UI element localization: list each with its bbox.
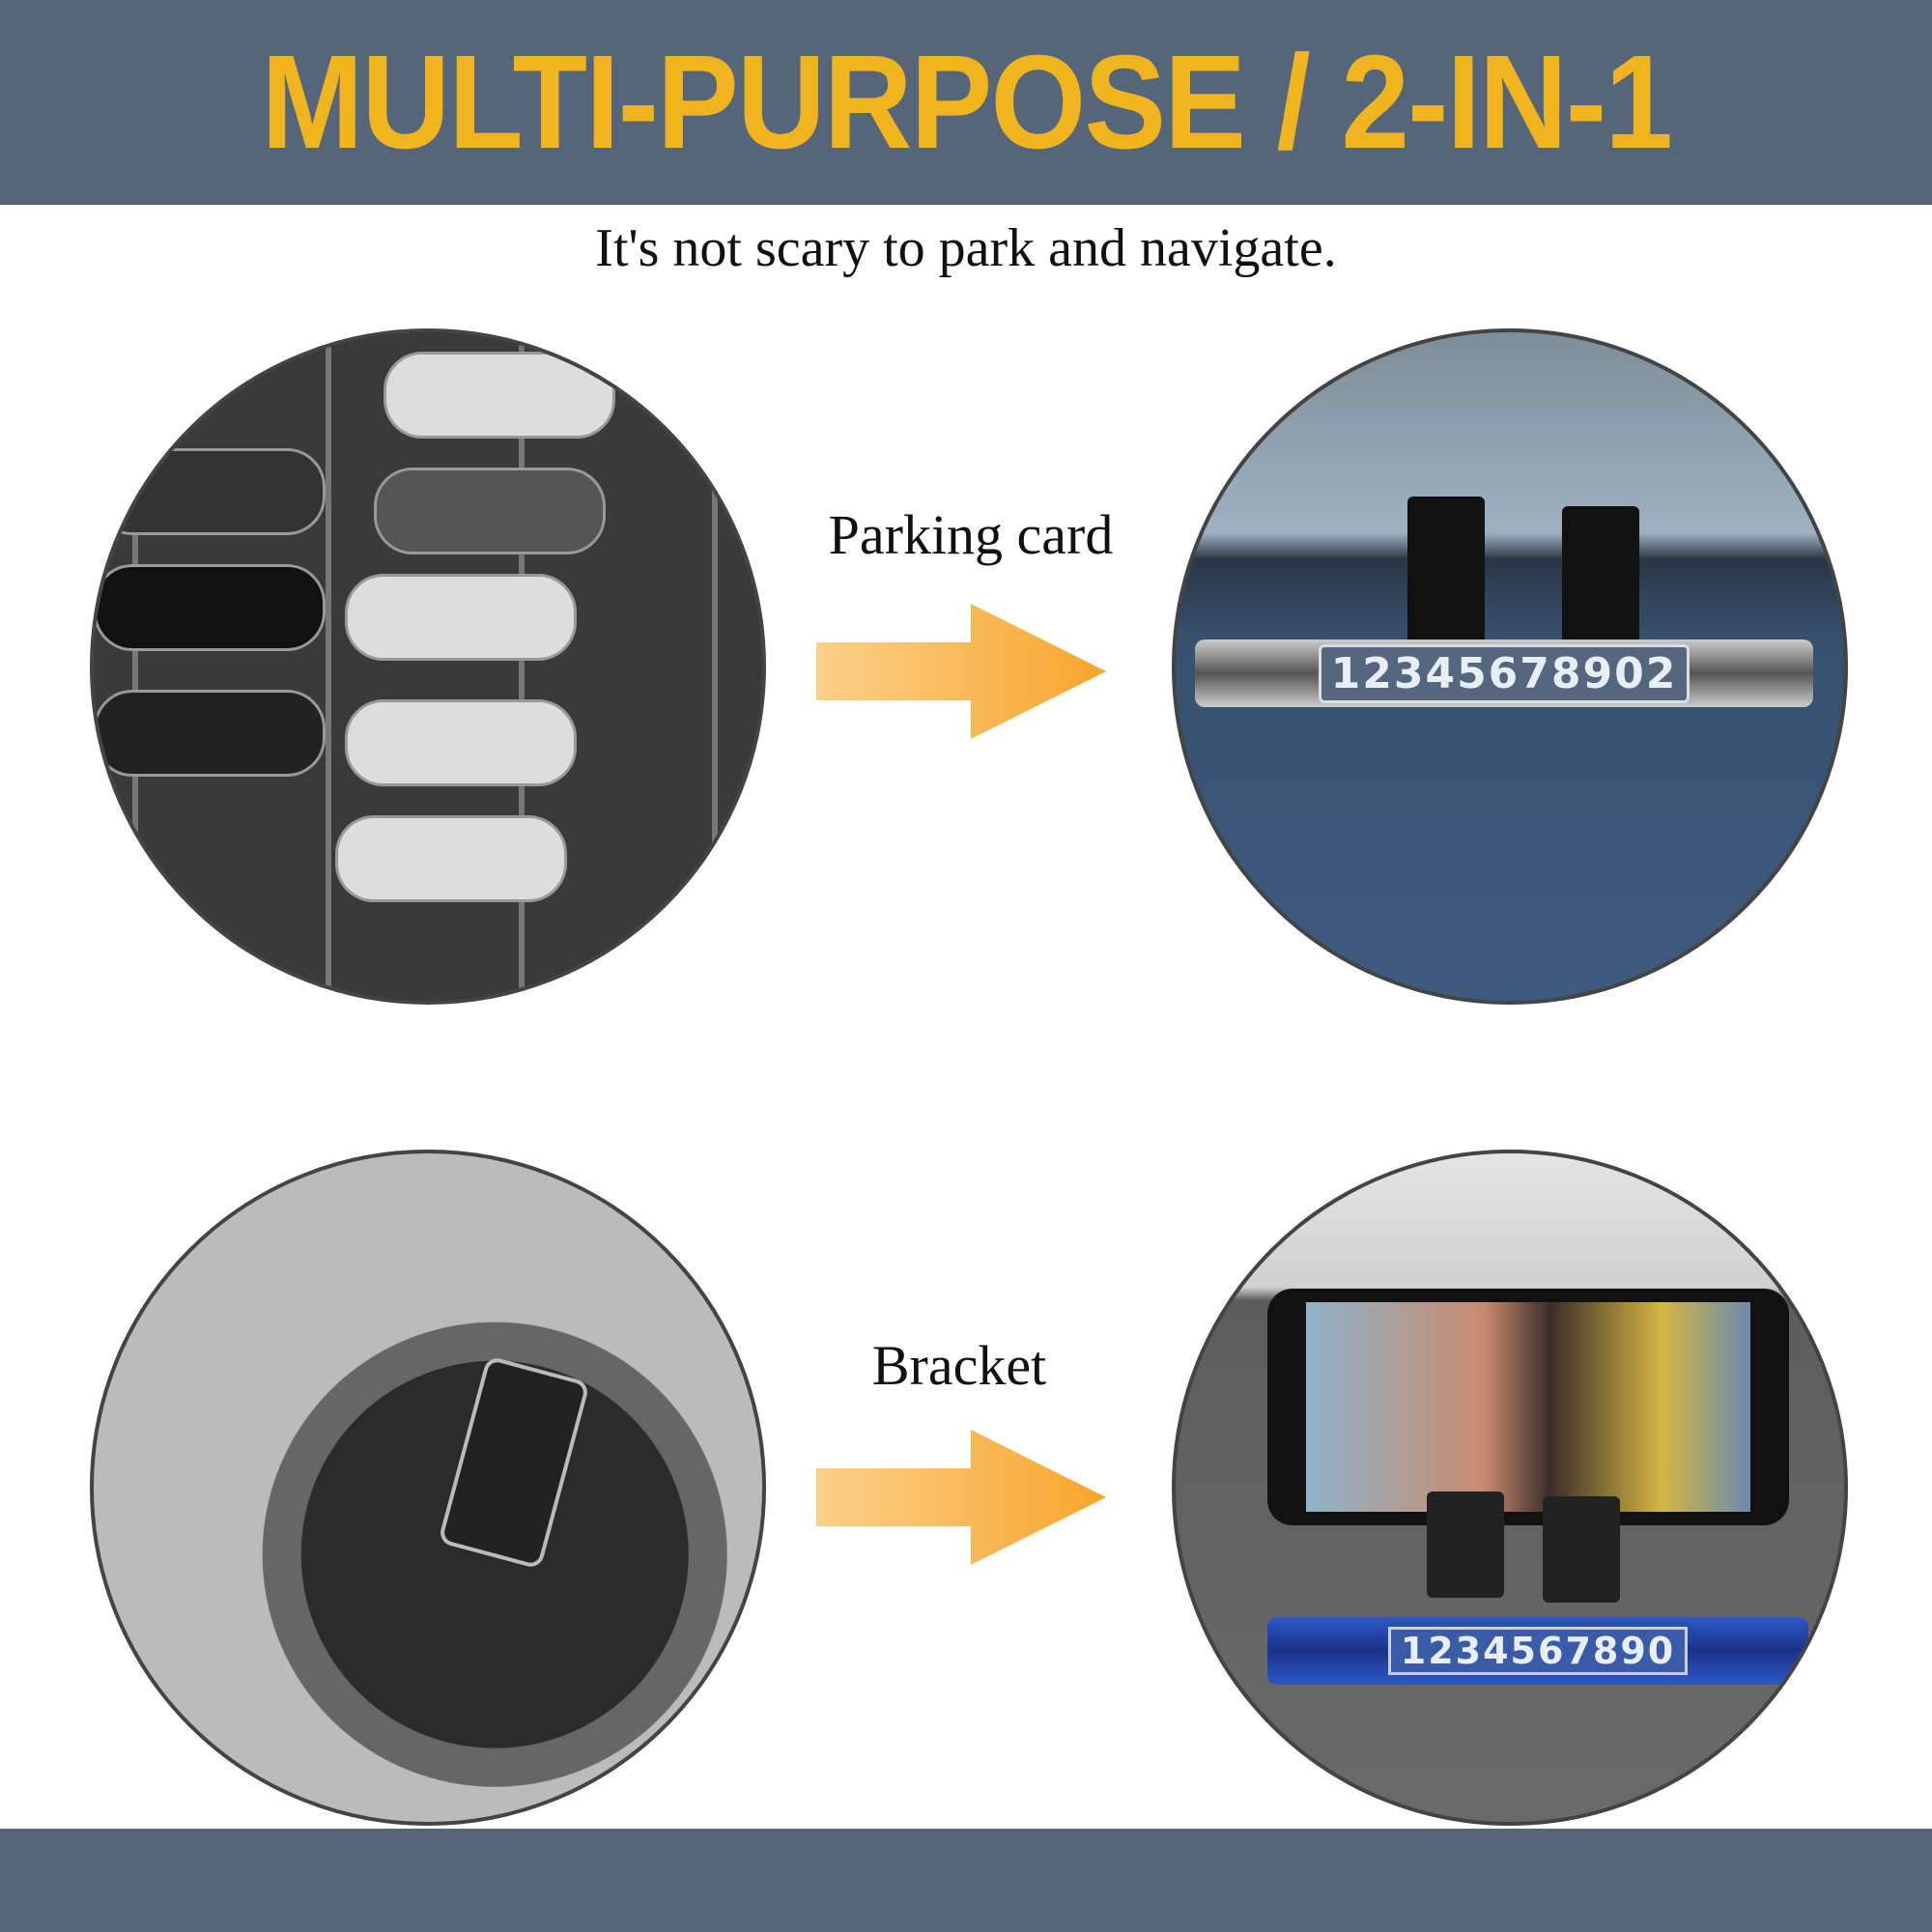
header-banner: MULTI-PURPOSE / 2-IN-1 xyxy=(0,0,1932,205)
car xyxy=(94,564,326,651)
number-plate: 12345678902 xyxy=(1195,639,1813,707)
car xyxy=(94,690,326,777)
car xyxy=(345,574,577,661)
parking-card-label: Parking card xyxy=(828,503,1114,566)
arrow-right-icon xyxy=(816,1430,1106,1565)
phone-holder-clip xyxy=(1543,1496,1620,1603)
video-screen xyxy=(1306,1302,1750,1512)
car xyxy=(335,815,567,902)
phone-holder-clip xyxy=(1407,497,1485,661)
parking-card-product-photo: 12345678902 xyxy=(1172,328,1848,1005)
bracket-label: Bracket xyxy=(871,1334,1047,1397)
footer-banner xyxy=(0,1829,1932,1932)
phone xyxy=(437,1355,591,1570)
parking-lot-photo xyxy=(90,328,766,1005)
arrow-right-icon xyxy=(816,604,1106,739)
page-title: MULTI-PURPOSE / 2-IN-1 xyxy=(261,27,1672,177)
car xyxy=(94,448,326,535)
bracket-product-photo: 1234567890 xyxy=(1172,1150,1848,1826)
car xyxy=(384,352,615,439)
car xyxy=(345,699,577,786)
phone-on-bracket xyxy=(1267,1289,1789,1525)
subtitle: It's not scary to park and navigate. xyxy=(595,218,1337,278)
driver-phone-photo xyxy=(90,1150,766,1826)
number-plate: 1234567890 xyxy=(1267,1617,1808,1685)
phone-holder-clip xyxy=(1427,1492,1504,1598)
car xyxy=(374,468,606,554)
